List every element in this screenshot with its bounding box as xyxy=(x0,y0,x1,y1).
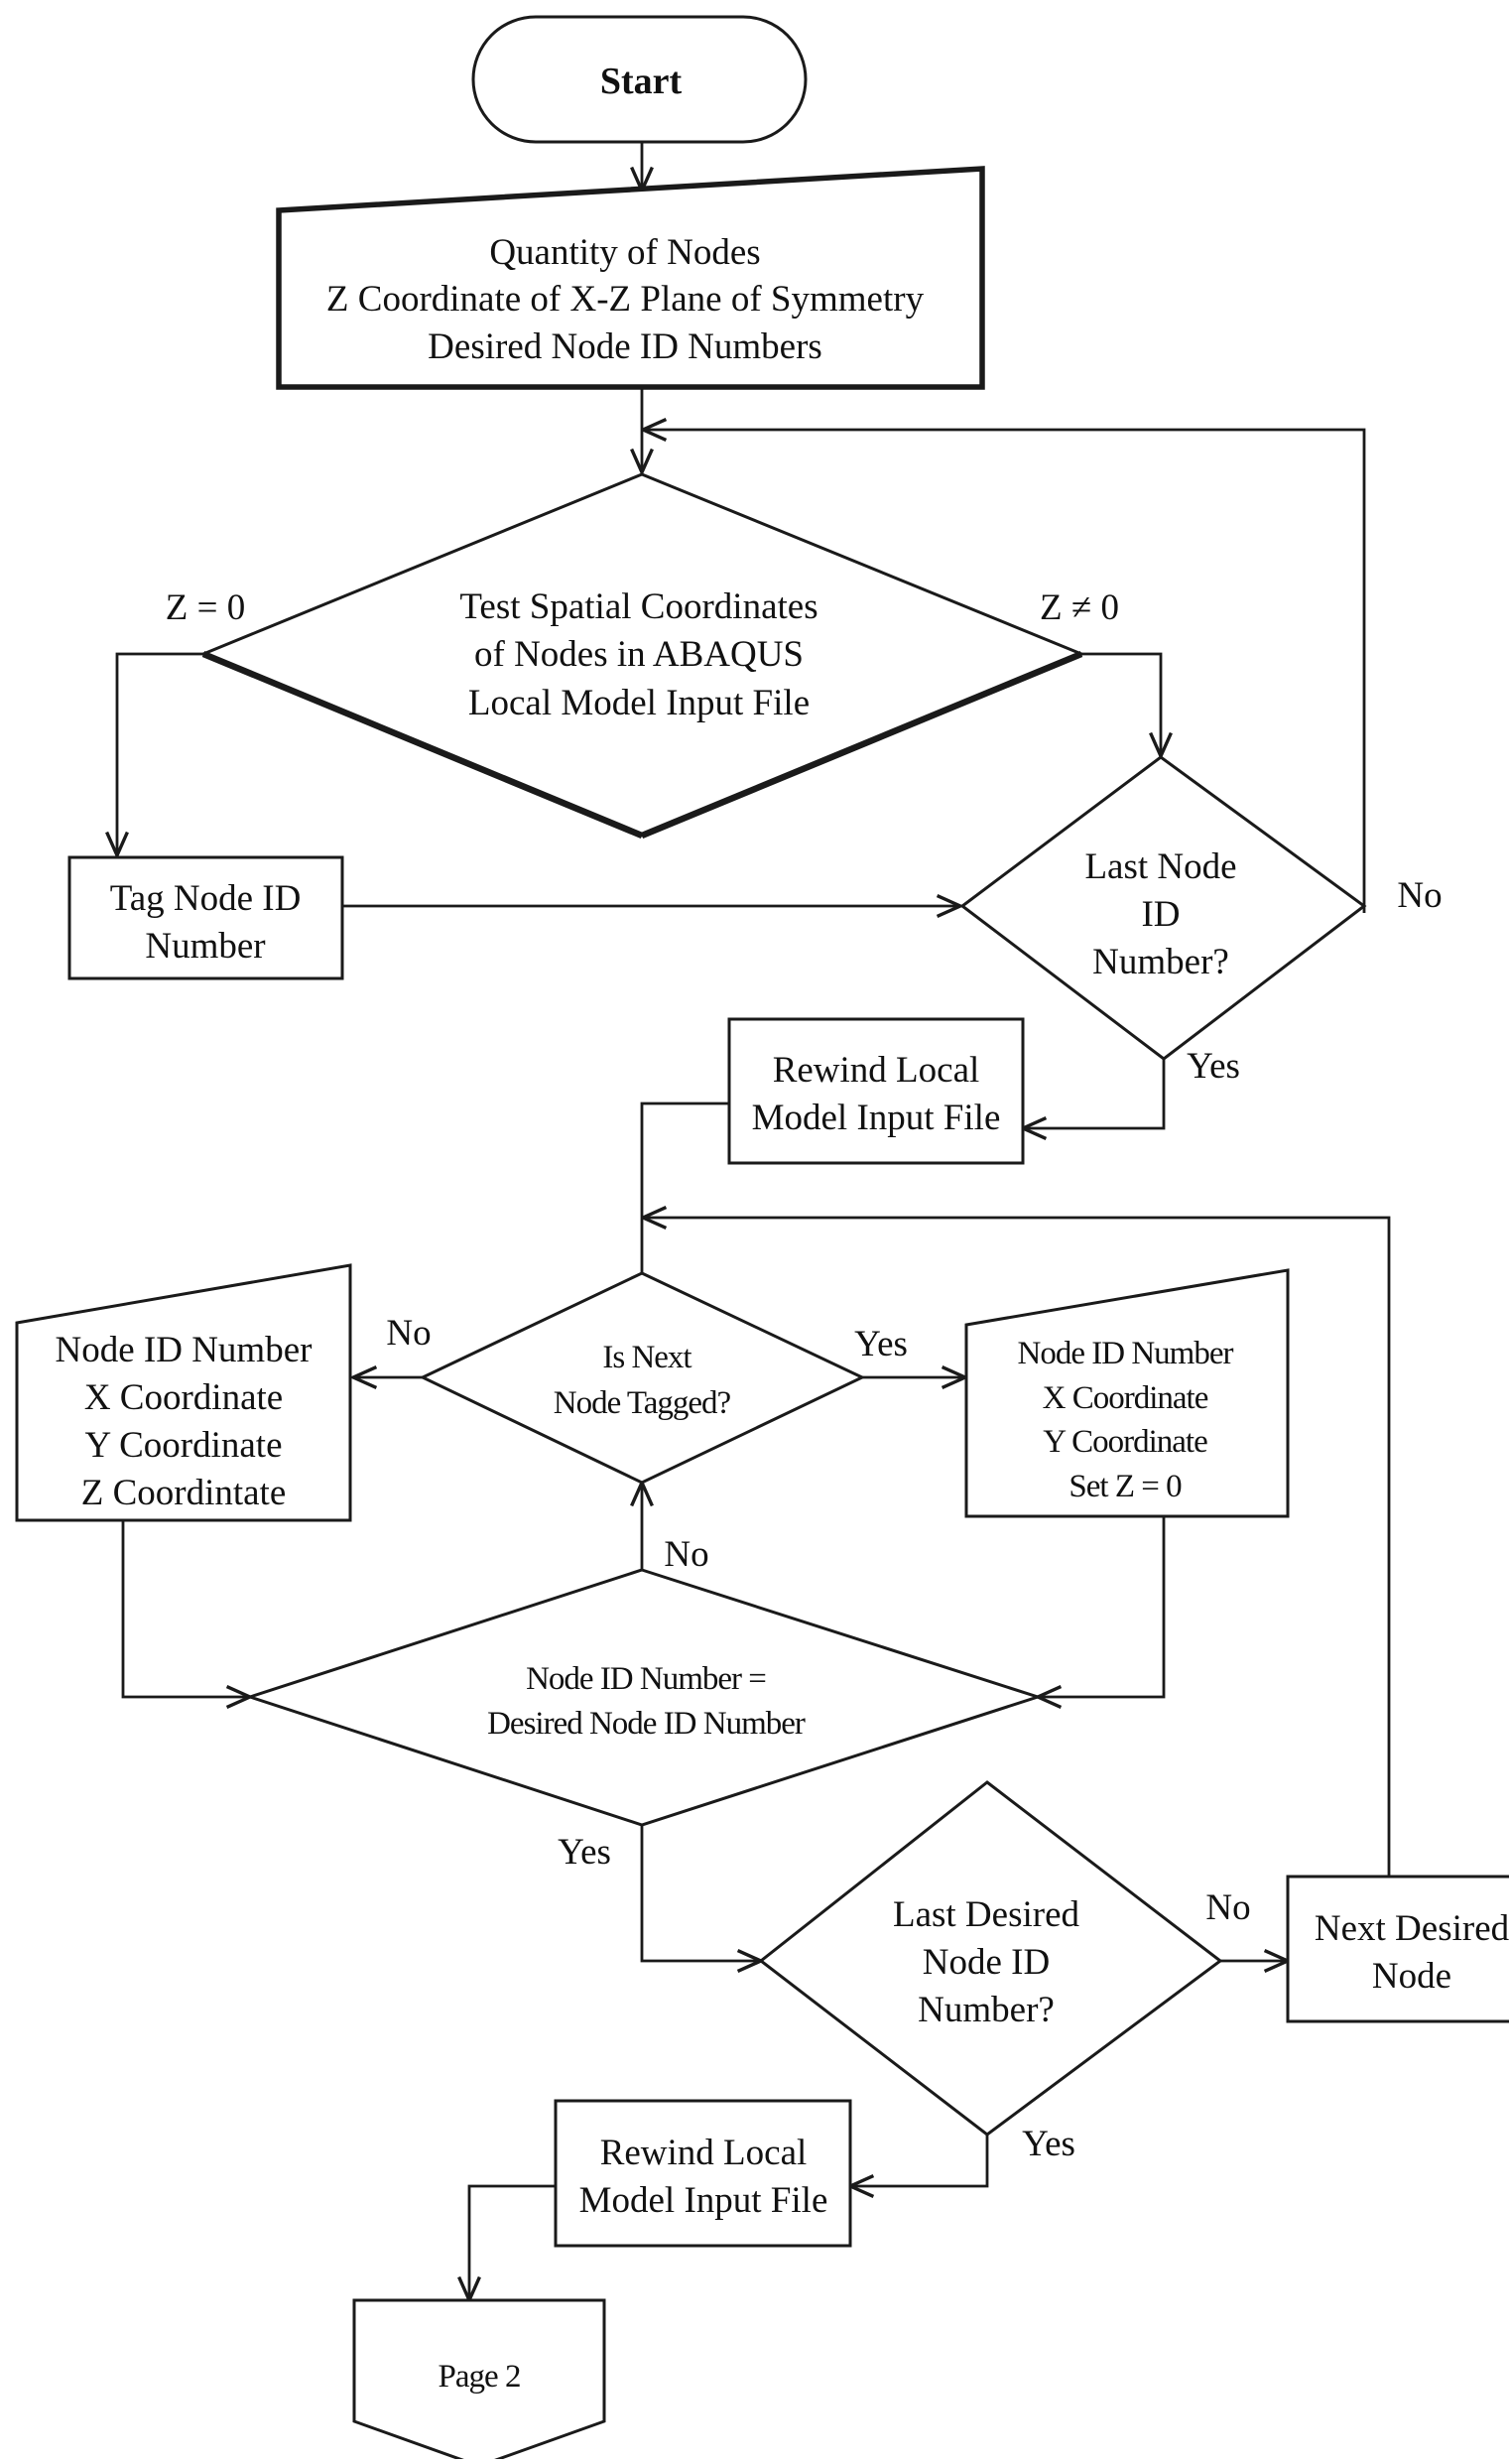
next-desired-process: Next Desired Node xyxy=(1286,1875,1509,2023)
decision-line: Number? xyxy=(918,1990,1055,2030)
is-next-tagged-decision: Is Next Node Tagged? xyxy=(419,1271,866,1485)
edge-label-last-desired-no: No xyxy=(1205,1887,1250,1928)
edge-last-desired-yes-to-rewind xyxy=(850,2135,989,2186)
process-line: Tag Node ID xyxy=(110,878,302,919)
start-terminator: Start xyxy=(471,15,808,144)
decision-line: of Nodes in ABAQUS xyxy=(474,634,804,675)
decision-line: Node ID xyxy=(923,1942,1050,1983)
edge-output-sym-to-match xyxy=(1038,1516,1166,1697)
process-line: Number xyxy=(145,926,265,967)
decision-line: Node ID Number = xyxy=(526,1661,766,1697)
id-match-decision: Node ID Number = Desired Node ID Number xyxy=(245,1568,1043,1827)
edge-rewind-to-tagged xyxy=(640,1102,729,1274)
connector-label: Page 2 xyxy=(439,2359,521,2395)
output-full-coordinates: Node ID Number X Coordinate Y Coordinate… xyxy=(15,1263,352,1522)
output-line: Y Coordinate xyxy=(1043,1424,1207,1460)
edge-label-last-node-yes: Yes xyxy=(1187,1046,1240,1087)
rewind-file-process: Rewind Local Model Input File xyxy=(727,1017,1025,1165)
decision-line: ID xyxy=(1141,894,1180,935)
off-page-connector: Page 2 xyxy=(352,2298,606,2464)
output-line: Y Coordinate xyxy=(84,1425,282,1466)
decision-line: Is Next xyxy=(602,1340,692,1375)
input-line: Desired Node ID Numbers xyxy=(428,326,822,367)
input-line: Quantity of Nodes xyxy=(489,232,760,273)
tag-node-process: Tag Node ID Number xyxy=(67,855,344,980)
edge-next-desired-loop xyxy=(643,1218,1391,1876)
process-line: Node xyxy=(1372,1956,1451,1997)
edge-label-tagged-yes: Yes xyxy=(854,1324,908,1364)
test-coordinates-decision: Test Spatial Coordinates of Nodes in ABA… xyxy=(199,472,1085,840)
edge-label-z-nonzero: Z ≠ 0 xyxy=(1040,587,1119,628)
start-label: Start xyxy=(600,61,683,102)
process-line: Model Input File xyxy=(752,1098,1001,1138)
decision-line: Desired Node ID Number xyxy=(487,1706,806,1742)
decision-line: Local Model Input File xyxy=(468,683,810,723)
decision-line: Last Desired xyxy=(893,1894,1080,1935)
edge-label-match-no: No xyxy=(664,1534,708,1575)
output-line: X Coordinate xyxy=(84,1377,283,1418)
edge-label-z-zero: Z = 0 xyxy=(166,587,245,628)
last-desired-decision: Last Desired Node ID Number? xyxy=(758,1780,1223,2137)
edge-output-full-to-match xyxy=(121,1520,250,1697)
output-line: Set Z = 0 xyxy=(1069,1469,1182,1504)
input-line: Z Coordinate of X-Z Plane of Symmetry xyxy=(326,279,925,320)
edge-loop-no-to-test xyxy=(643,430,1366,913)
edge-rewind-to-page2 xyxy=(469,2184,556,2300)
process-line: Next Desired xyxy=(1315,1908,1509,1949)
edge-match-yes-to-last-desired xyxy=(640,1825,761,1961)
output-line: Node ID Number xyxy=(1018,1336,1234,1371)
connectors xyxy=(117,142,1391,2300)
output-symmetric-coordinates: Node ID Number X Coordinate Y Coordinate… xyxy=(964,1268,1290,1518)
process-line: Model Input File xyxy=(579,2180,828,2221)
edge-label-last-desired-yes: Yes xyxy=(1022,2124,1075,2164)
rewind-file-process-2: Rewind Local Model Input File xyxy=(554,2099,852,2248)
input-parameters: Quantity of Nodes Z Coordinate of X-Z Pl… xyxy=(276,166,985,390)
output-line: X Coordinate xyxy=(1043,1380,1208,1416)
process-line: Rewind Local xyxy=(600,2133,808,2173)
edge-label-match-yes: Yes xyxy=(558,1832,611,1873)
edge-test-nonzero-to-last xyxy=(1081,652,1161,756)
output-line: Z Coordintate xyxy=(81,1473,287,1513)
edge-label-tagged-no: No xyxy=(386,1313,431,1354)
edge-label-last-node-no: No xyxy=(1397,875,1442,916)
decision-line: Node Tagged? xyxy=(554,1385,731,1421)
edge-last-yes-to-rewind xyxy=(1023,1059,1166,1128)
edge-test-zero-to-tag xyxy=(117,652,203,855)
process-line: Rewind Local xyxy=(773,1050,980,1091)
decision-line: Last Node xyxy=(1084,846,1236,887)
output-line: Node ID Number xyxy=(56,1330,313,1370)
decision-line: Test Spatial Coordinates xyxy=(459,586,817,627)
last-node-decision: Last Node ID Number? xyxy=(959,755,1367,1061)
decision-line: Number? xyxy=(1092,942,1229,982)
